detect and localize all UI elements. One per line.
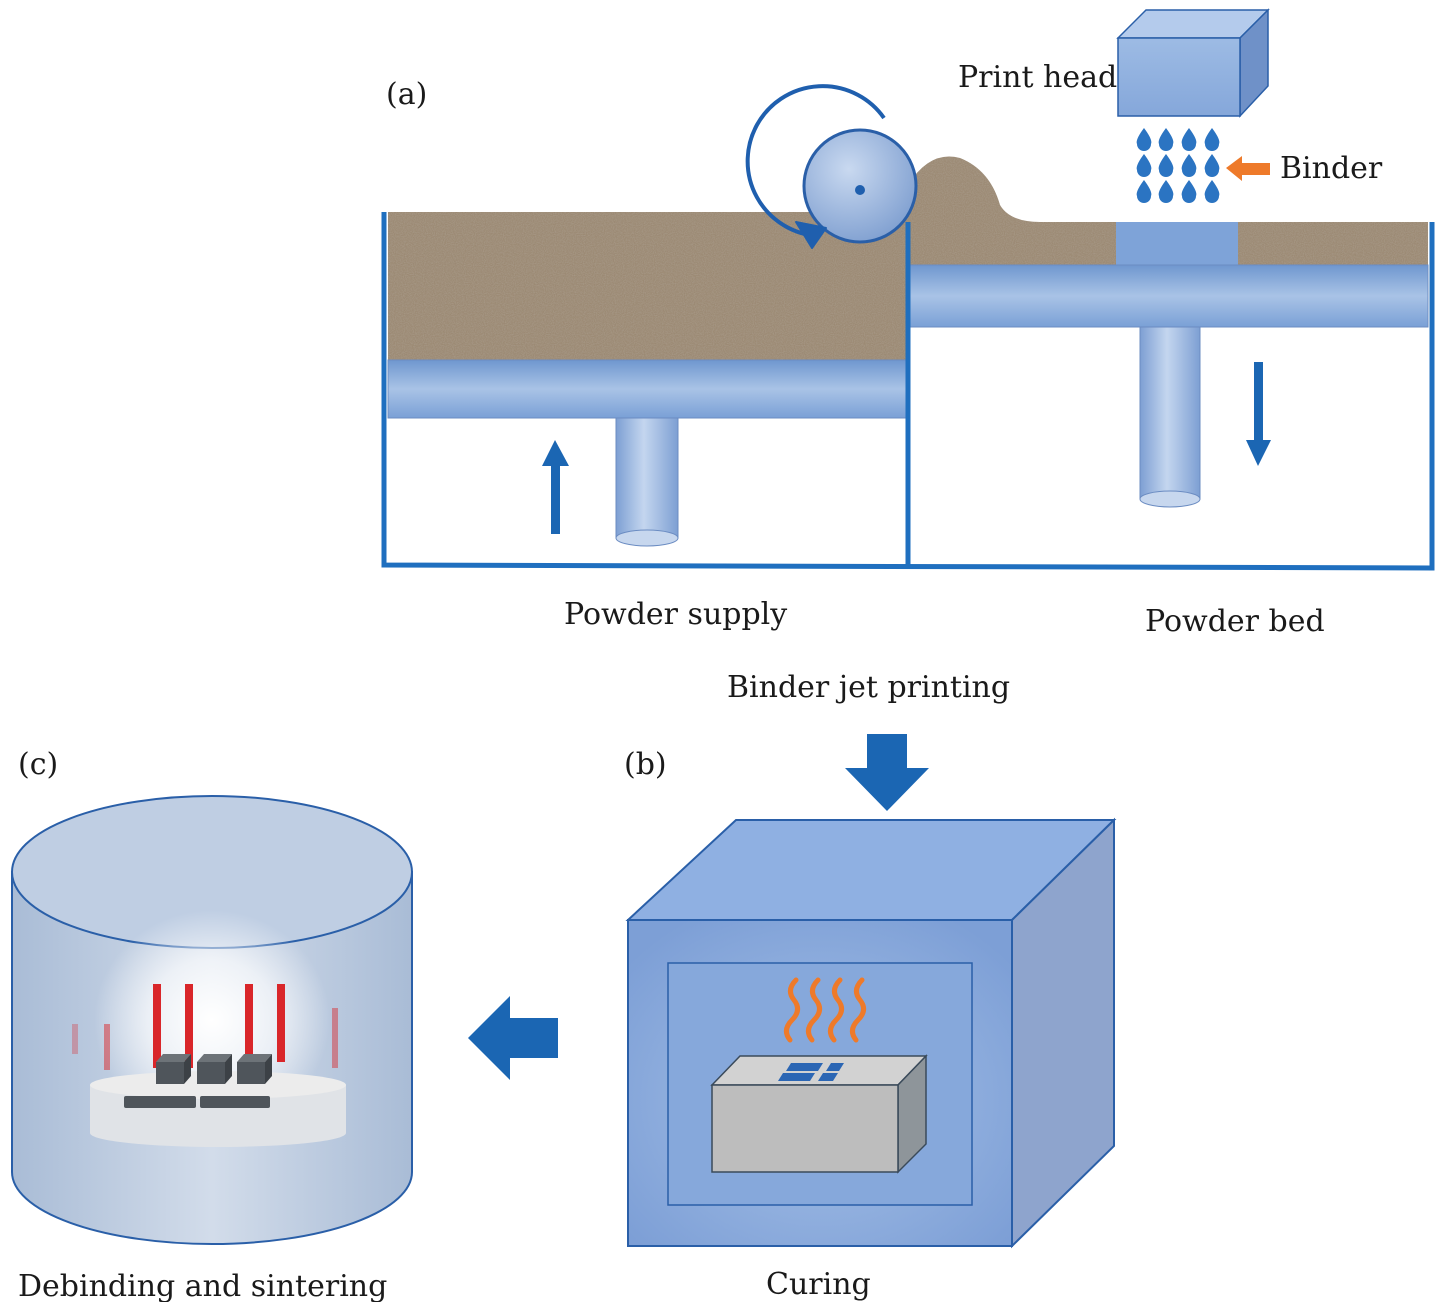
curing-caption: Curing xyxy=(766,1267,871,1302)
panel-b-tag: (b) xyxy=(624,747,667,782)
printed-part xyxy=(1116,222,1238,265)
curing-oven xyxy=(625,817,1117,1249)
flow-arrow-down-icon xyxy=(845,734,929,811)
rotation-arrow-icon xyxy=(745,84,886,249)
panel-c-tag: (c) xyxy=(18,747,58,782)
recoater-roller xyxy=(802,128,918,244)
print-head-label: Print head xyxy=(958,60,1117,95)
debinding-sintering-caption: Debinding and sintering xyxy=(18,1269,387,1302)
container-outline xyxy=(381,212,1435,571)
sintered-parts xyxy=(124,1054,272,1108)
binder-arrow-icon xyxy=(1226,156,1270,181)
heat-wave-icon xyxy=(784,977,866,1043)
panel-a-tag: (a) xyxy=(386,77,427,112)
binder-drop-icon xyxy=(1136,128,1220,203)
sintering-furnace xyxy=(11,795,413,1245)
flow-arrow-left-icon xyxy=(468,996,558,1080)
panel-a: (a) Print head xyxy=(381,8,1435,705)
heating-elements xyxy=(72,984,338,1070)
powder-bed-chamber xyxy=(907,156,1429,508)
panel-b: (b) Curing xyxy=(624,747,1117,1302)
print-head xyxy=(1116,8,1270,118)
powder-supply-chamber xyxy=(387,212,909,547)
binder-drops xyxy=(1136,128,1220,203)
green-part-block xyxy=(710,1054,928,1174)
down-arrow-icon xyxy=(1246,362,1271,466)
powder-bed-label: Powder bed xyxy=(1145,604,1325,639)
binder-label: Binder xyxy=(1280,151,1383,186)
up-arrow-icon xyxy=(542,440,569,534)
binder-jet-printing-caption: Binder jet printing xyxy=(727,670,1010,705)
powder-supply-label: Powder supply xyxy=(564,597,787,632)
panel-c: (c) xyxy=(11,747,413,1302)
